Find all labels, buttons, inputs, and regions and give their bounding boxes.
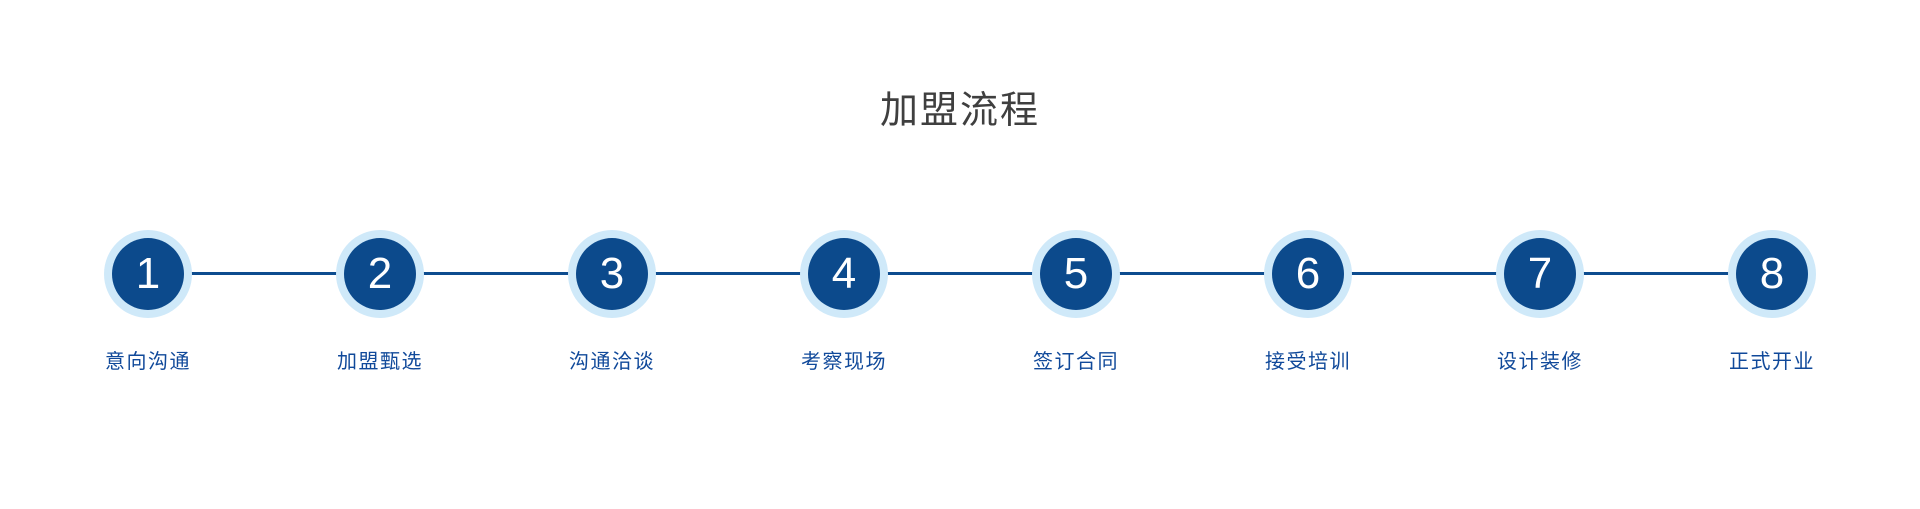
step-number-badge: 6 [1272, 238, 1344, 310]
step-number: 1 [135, 249, 161, 298]
step-halo: 2 [336, 230, 424, 318]
process-flow: 1 意向沟通 2 加盟甄选 3 沟通洽谈 [104, 230, 1816, 410]
step-label: 考察现场 [801, 351, 887, 373]
step-label: 签订合同 [1033, 351, 1119, 373]
step-halo: 7 [1496, 230, 1584, 318]
page-title: 加盟流程 [879, 90, 1040, 132]
step-number: 7 [1527, 249, 1553, 298]
step-number: 4 [831, 249, 857, 298]
step-halo: 3 [568, 230, 656, 318]
process-steps: 1 意向沟通 2 加盟甄选 3 沟通洽谈 [104, 230, 1816, 373]
step-number: 6 [1295, 249, 1321, 298]
step-halo: 6 [1264, 230, 1352, 318]
step-number-badge: 3 [576, 238, 648, 310]
step-label: 意向沟通 [105, 351, 191, 373]
process-connector-line [148, 272, 1772, 275]
process-step-2: 2 加盟甄选 [336, 230, 424, 373]
process-step-1: 1 意向沟通 [104, 230, 192, 373]
step-number-badge: 5 [1040, 238, 1112, 310]
step-halo: 5 [1032, 230, 1120, 318]
step-number-badge: 2 [344, 238, 416, 310]
step-number-badge: 1 [112, 238, 184, 310]
step-label: 接受培训 [1265, 351, 1351, 373]
step-halo: 8 [1728, 230, 1816, 318]
step-number: 5 [1063, 249, 1089, 298]
process-step-8: 8 正式开业 [1728, 230, 1816, 373]
step-number: 3 [599, 249, 625, 298]
process-step-4: 4 考察现场 [800, 230, 888, 373]
process-step-7: 7 设计装修 [1496, 230, 1584, 373]
step-number-badge: 8 [1736, 238, 1808, 310]
step-halo: 4 [800, 230, 888, 318]
step-label: 设计装修 [1497, 351, 1583, 373]
step-halo: 1 [104, 230, 192, 318]
process-step-6: 6 接受培训 [1264, 230, 1352, 373]
step-label: 正式开业 [1729, 351, 1815, 373]
step-number-badge: 7 [1504, 238, 1576, 310]
step-number: 8 [1759, 249, 1785, 298]
process-step-3: 3 沟通洽谈 [568, 230, 656, 373]
step-label: 沟通洽谈 [569, 351, 655, 373]
step-number-badge: 4 [808, 238, 880, 310]
process-step-5: 5 签订合同 [1032, 230, 1120, 373]
step-label: 加盟甄选 [337, 351, 423, 373]
step-number: 2 [367, 249, 393, 298]
